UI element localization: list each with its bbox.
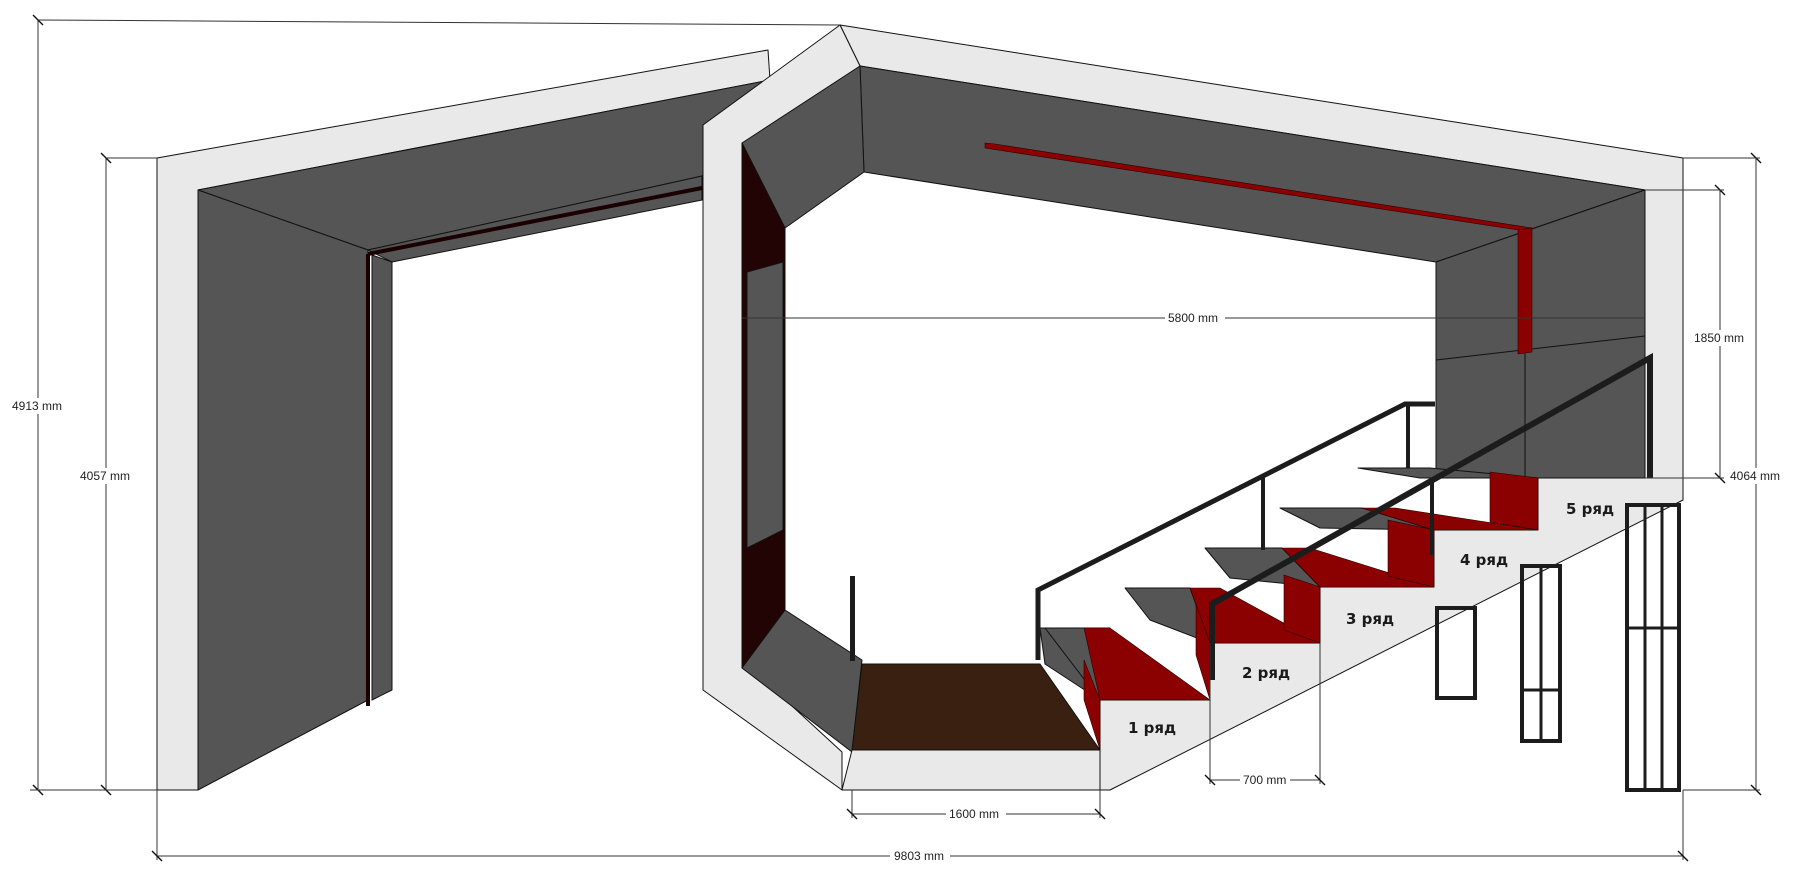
row-label-4: 4 ряд — [1460, 551, 1508, 569]
dim-ceiling-drop: 1850 mm — [1694, 331, 1744, 345]
dim-right-height: 4064 mm — [1730, 469, 1780, 483]
left-frame — [156, 49, 771, 791]
dim-inner-width: 5800 mm — [1168, 311, 1218, 325]
dim-landing-depth: 1600 mm — [949, 807, 999, 821]
staircase — [1039, 467, 1684, 792]
row-label-2: 2 ряд — [1242, 664, 1290, 682]
row-label-3: 3 ряд — [1346, 610, 1394, 628]
row-label-5: 5 ряд — [1566, 500, 1614, 518]
right-frame — [702, 24, 1684, 791]
row-label-1: 1 ряд — [1128, 719, 1176, 737]
dim-overall-height: 4913 mm — [12, 399, 62, 413]
dim-step-depth: 700 mm — [1243, 773, 1286, 787]
dim-overall-width: 9803 mm — [894, 849, 944, 863]
dim-left-height: 4057 mm — [80, 469, 130, 483]
railings — [1035, 352, 1653, 680]
